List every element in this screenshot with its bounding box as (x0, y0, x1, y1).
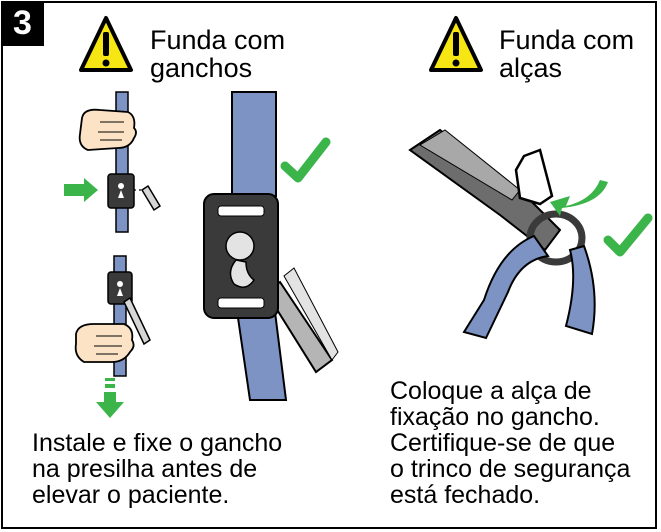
step-number-badge: 3 (1, 1, 44, 46)
warning-icon-right (429, 16, 483, 72)
loop-on-hook (408, 128, 608, 340)
hand-holding-strap-top (64, 91, 162, 233)
left-heading: Funda com ganchos (150, 25, 286, 83)
warning-icon-left (79, 16, 133, 72)
check-icon-left (280, 137, 331, 183)
right-caption: Coloque a alça de fixação no gancho. Cer… (390, 377, 631, 509)
left-caption: Instale e fixe o gancho na presilha ante… (32, 429, 283, 509)
arrow-right-icon (64, 178, 98, 202)
hand-pulling-strap-bottom (74, 255, 151, 418)
check-icon-right (603, 213, 653, 257)
clip-on-hook-large (203, 91, 339, 401)
curved-arrow-icon (550, 180, 608, 216)
arrow-down-icon (96, 392, 124, 418)
right-heading: Funda com alças (499, 25, 635, 83)
